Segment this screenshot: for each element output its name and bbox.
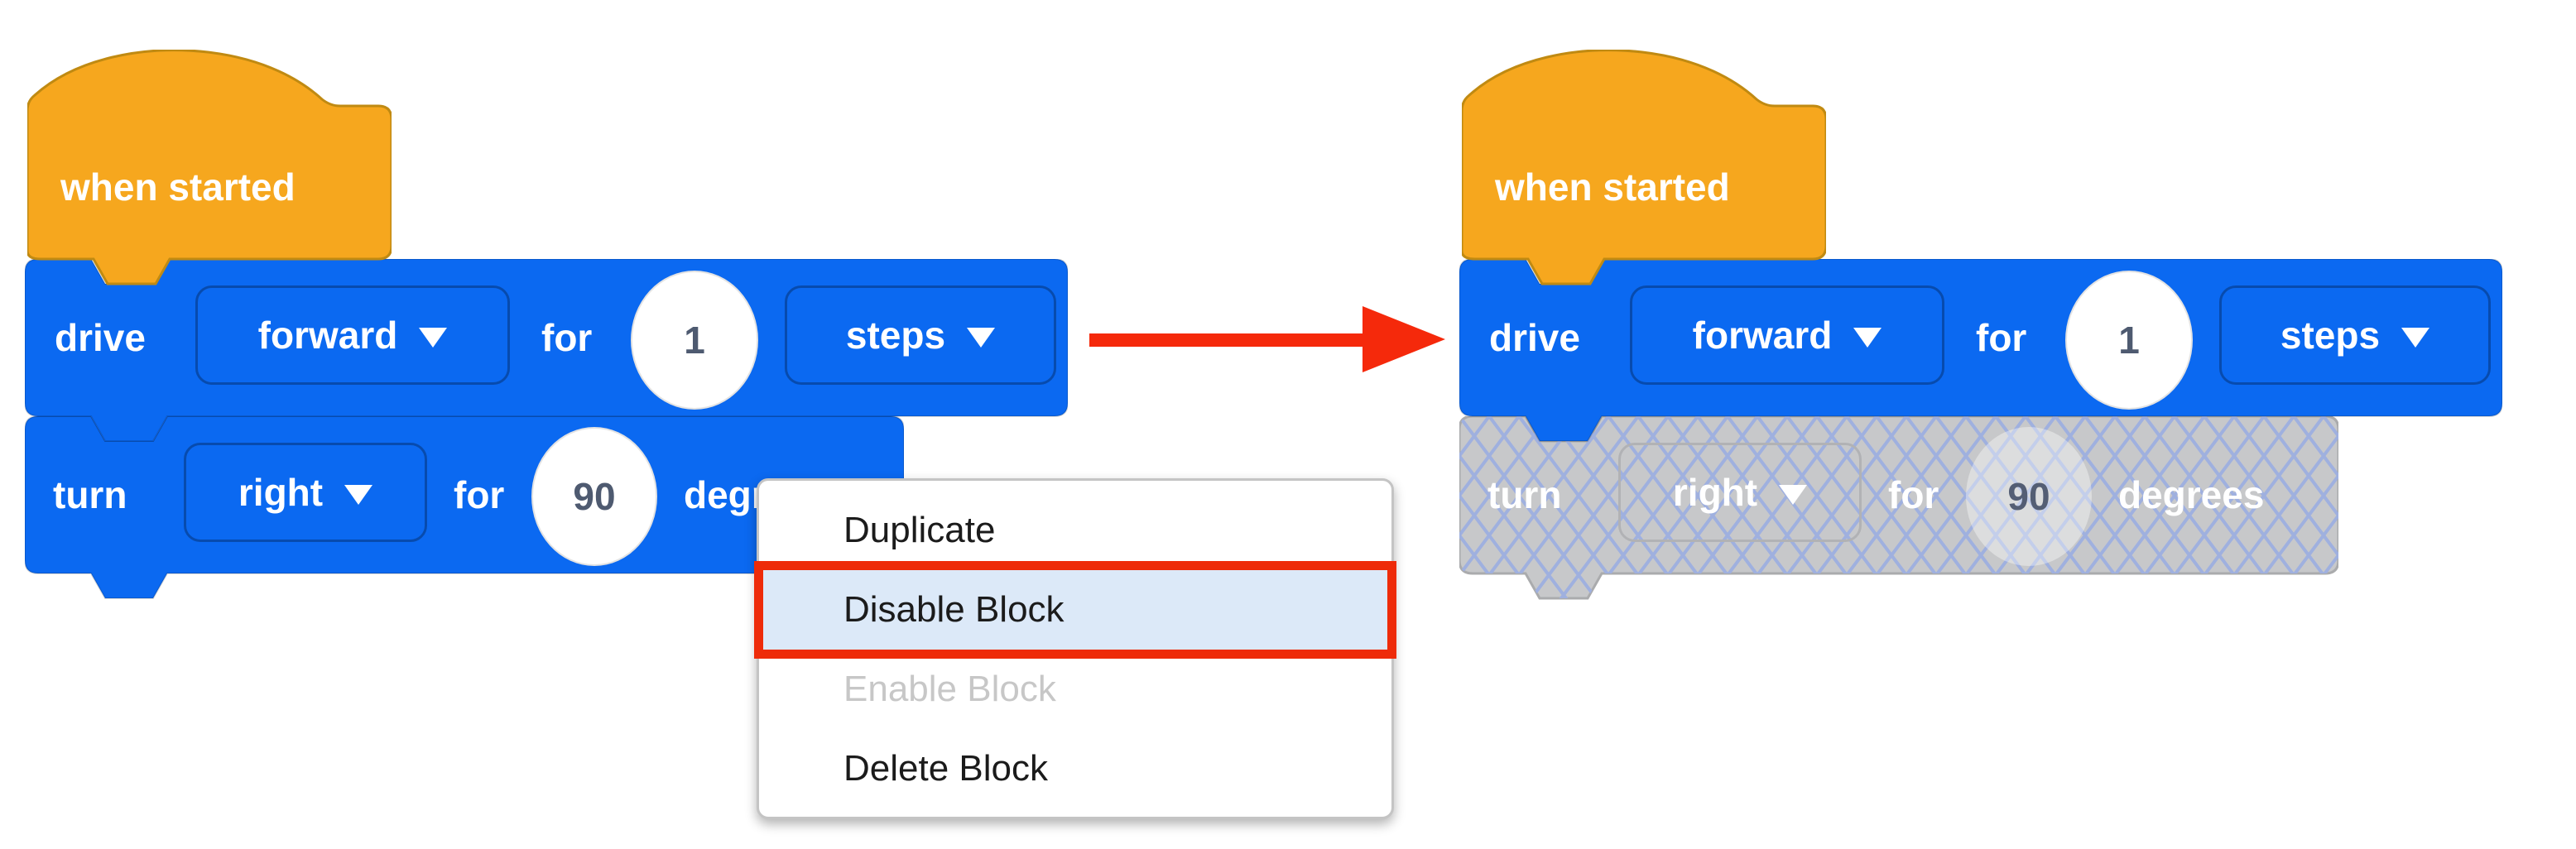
dropdown-arrow-icon <box>419 328 448 348</box>
drive-unit-value: steps <box>845 314 946 357</box>
menu-item-duplicate[interactable]: Duplicate <box>843 510 996 550</box>
red-highlight-annotation <box>754 561 1396 659</box>
turn-verb-label: turn <box>53 473 127 516</box>
drive-verb-label: drive <box>1489 316 1580 359</box>
drive-direction-dropdown[interactable]: forward <box>195 285 510 385</box>
drive-block[interactable]: drive forward for 1 steps <box>1459 259 2502 446</box>
drive-direction-dropdown[interactable]: forward <box>1630 285 1944 385</box>
menu-item-disable-block[interactable]: Disable Block <box>759 570 1391 650</box>
drive-steps-value: 1 <box>684 319 705 362</box>
turn-degrees-value-input[interactable]: 90 <box>531 427 657 566</box>
turn-direction-value: right <box>238 471 324 514</box>
turn-verb-label: turn <box>1487 473 1562 516</box>
hat-label: when started <box>60 165 296 209</box>
turn-block-disabled-shape <box>1459 416 2338 600</box>
drive-for-label: for <box>541 316 593 359</box>
turn-degrees-value: 90 <box>573 475 616 518</box>
hat-block-shape <box>27 50 392 285</box>
right-arrow-icon <box>1089 306 1445 372</box>
transition-arrow <box>1089 303 1447 380</box>
drive-unit-dropdown[interactable]: steps <box>2219 285 2491 385</box>
drive-unit-dropdown[interactable]: steps <box>785 285 1056 385</box>
drive-steps-value: 1 <box>2118 319 2140 362</box>
dropdown-arrow-icon <box>2401 328 2430 348</box>
menu-item-enable-block: Enable Block <box>843 669 1056 709</box>
when-started-hat-block[interactable]: when started <box>1462 50 1826 291</box>
drive-steps-value-input[interactable]: 1 <box>2065 271 2193 410</box>
when-started-hat-block[interactable]: when started <box>27 50 392 291</box>
hat-block-shape <box>1462 50 1826 285</box>
dropdown-arrow-icon <box>344 485 373 505</box>
turn-degrees-value-input[interactable]: 90 <box>1966 427 2092 566</box>
turn-direction-dropdown[interactable]: right <box>184 443 427 542</box>
drive-steps-value-input[interactable]: 1 <box>631 271 758 410</box>
turn-block[interactable]: turn right for 90 degrees <box>25 416 904 603</box>
turn-direction-dropdown[interactable]: right <box>1618 443 1862 542</box>
turn-direction-value: right <box>1672 471 1758 514</box>
drive-direction-value: forward <box>1692 314 1833 357</box>
turn-for-label: for <box>454 473 505 516</box>
turn-block-disabled[interactable]: turn right for 90 degrees <box>1459 416 2338 603</box>
drive-for-label: for <box>1976 316 2027 359</box>
drive-block[interactable]: drive forward for 1 steps <box>25 259 1068 446</box>
dropdown-arrow-icon <box>967 328 996 348</box>
turn-for-label: for <box>1888 473 1939 516</box>
dropdown-arrow-icon <box>1779 485 1808 505</box>
turn-unit-label: degrees <box>2118 473 2265 516</box>
drive-unit-value: steps <box>2280 314 2381 357</box>
drive-block-shape <box>25 259 1068 442</box>
context-menu: Duplicate Disable Block Enable Block Del… <box>754 478 1396 819</box>
hat-label: when started <box>1495 165 1730 209</box>
turn-degrees-value: 90 <box>2007 475 2050 518</box>
drive-direction-value: forward <box>257 314 398 357</box>
dropdown-arrow-icon <box>1853 328 1882 348</box>
drive-verb-label: drive <box>55 316 146 359</box>
menu-item-delete-block[interactable]: Delete Block <box>843 748 1049 789</box>
drive-block-shape <box>1459 259 2502 442</box>
